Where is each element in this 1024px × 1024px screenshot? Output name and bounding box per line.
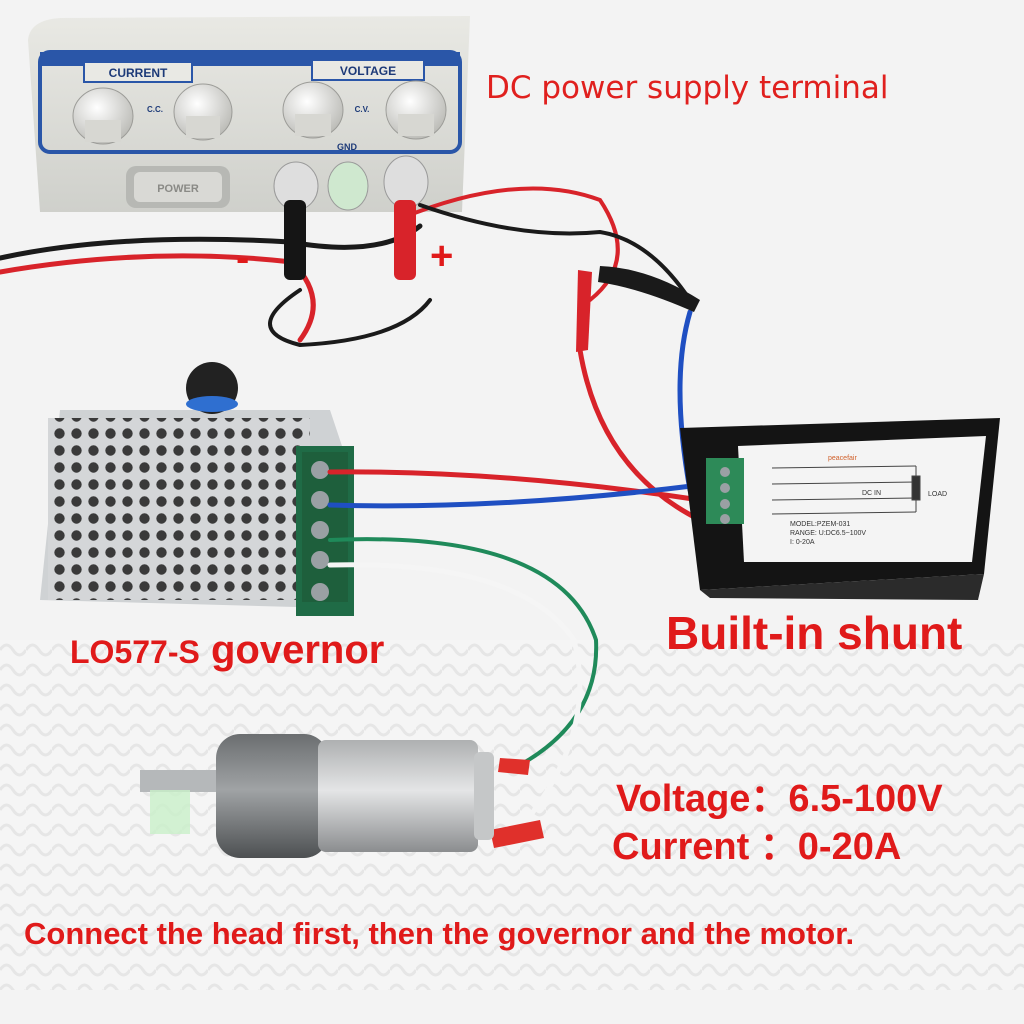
meter-range-line: RANGE: U:DC6.5~100V <box>790 530 866 537</box>
instruction-label: Connect the head first, then the governo… <box>24 916 855 951</box>
cv-label: C.V. <box>355 105 370 114</box>
built-in-shunt-label: Built-in shunt <box>666 607 963 659</box>
supply-wires <box>0 186 703 523</box>
governor-word-label: governor <box>210 628 385 672</box>
power-supply: CURRENT VOLTAGE C.C. C.V. GND POWER <box>28 16 470 212</box>
current-fine-knob[interactable] <box>173 83 233 141</box>
governor-terminal-block[interactable] <box>302 452 348 602</box>
voltage-coarse-knob[interactable] <box>282 81 344 139</box>
gnd-label: GND <box>337 142 358 152</box>
voltage-fine-knob[interactable] <box>385 80 447 140</box>
red-alligator-clip <box>576 270 592 352</box>
governor-wires <box>327 469 703 843</box>
power-meter: peacefair DC IN LOAD MODEL:PZEM-031 RANG… <box>680 418 1000 600</box>
meter-current-line: I: 0-20A <box>790 539 815 546</box>
ground-terminal[interactable] <box>327 161 369 211</box>
current-coarse-knob[interactable] <box>72 87 134 145</box>
current-spec-label: Current ：0-20A <box>612 826 902 868</box>
governor-module <box>40 362 354 616</box>
plus-sign-label: + <box>430 234 454 278</box>
meter-dc-in-label: DC IN <box>862 490 881 497</box>
cc-label: C.C. <box>147 105 163 114</box>
meter-model-line: MODEL:PZEM-031 <box>790 521 850 528</box>
minus-sign-label: - <box>236 236 250 280</box>
black-probe <box>284 200 306 280</box>
dc-motor <box>140 734 494 858</box>
governor-model-label: LO577-S <box>70 634 200 670</box>
power-button-label: POWER <box>157 183 199 195</box>
meter-brand: peacefair <box>828 455 857 462</box>
supply-terminal-label: DC power supply terminal <box>486 70 889 106</box>
current-section-label: CURRENT <box>109 66 168 80</box>
governor-label: LO577-S governor <box>70 628 384 673</box>
meter-load-label: LOAD <box>928 491 947 498</box>
power-button[interactable]: POWER <box>126 166 230 208</box>
red-probe <box>394 200 416 280</box>
voltage-section-label: VOLTAGE <box>340 64 396 78</box>
voltage-spec-label: Voltage：6.5-100V <box>616 778 943 820</box>
meter-terminal-block[interactable] <box>706 458 744 524</box>
black-alligator-clip <box>598 266 700 312</box>
